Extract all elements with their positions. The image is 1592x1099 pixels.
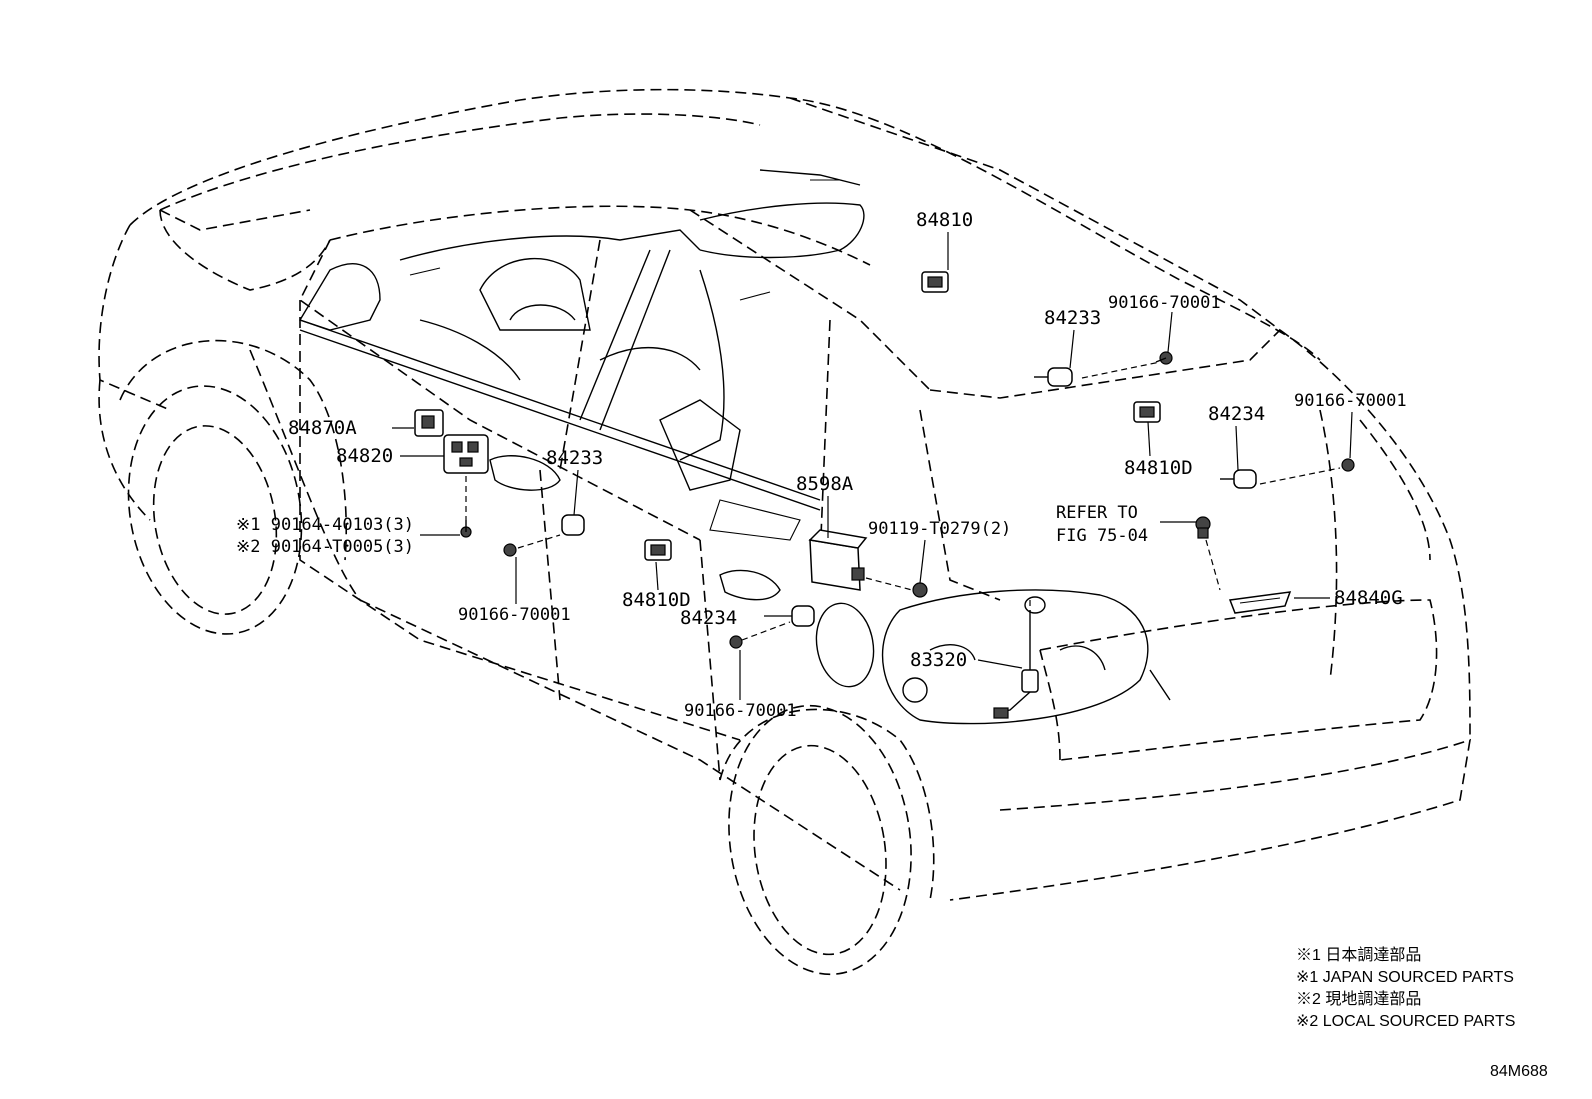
- part-84870A: [414, 409, 444, 437]
- label-refer-fig: FIG 75-04: [1056, 526, 1148, 546]
- label-90166-70001-b: 90166-70001: [1294, 391, 1407, 411]
- bolt-refer-fig: [1195, 516, 1211, 539]
- part-83320: [993, 610, 1039, 719]
- figure-code: 84M688: [1490, 1063, 1548, 1080]
- screw-90164: [460, 520, 472, 538]
- label-90164-40103: ※1 90164-40103(3): [236, 515, 414, 535]
- label-84810: 84810: [916, 209, 973, 231]
- part-84810: [921, 271, 949, 293]
- fuel-door: [815, 602, 875, 688]
- callout-labels: 84810 84233 90166-70001 84810D 84234 901…: [236, 209, 1407, 721]
- part-8598A: [808, 529, 868, 591]
- label-83320: 83320: [910, 649, 967, 671]
- part-84233-right: [1034, 367, 1073, 387]
- bolt-90166-70001-a: [1155, 351, 1173, 365]
- note-3: ※2 現地調達部品: [1296, 990, 1421, 1008]
- interior-outline: [298, 169, 865, 541]
- label-84234-left: 84234: [680, 607, 737, 629]
- label-90166-70001-c: 90166-70001: [458, 605, 571, 625]
- label-84840G: 84840G: [1334, 587, 1403, 609]
- label-84234-right: 84234: [1208, 403, 1265, 425]
- fuel-tank-area: [881, 589, 1171, 725]
- label-84810D-right: 84810D: [1124, 457, 1193, 479]
- part-84810D-right: [1133, 401, 1161, 423]
- part-84234-left: [791, 605, 815, 627]
- note-1: ※1 日本調達部品: [1296, 946, 1421, 964]
- label-84810D-left: 84810D: [622, 589, 691, 611]
- note-4: ※2 LOCAL SOURCED PARTS: [1296, 1013, 1515, 1030]
- bolt-90119-T0279: [912, 582, 928, 598]
- label-90166-70001-a: 90166-70001: [1108, 293, 1221, 313]
- part-84840G: [1228, 591, 1292, 614]
- label-90119-T0279: 90119-T0279(2): [868, 519, 1011, 539]
- leader-lines: [392, 232, 1353, 700]
- bolt-90166-70001-b: [1341, 458, 1355, 472]
- label-84233-left: 84233: [546, 447, 603, 469]
- label-refer-to: REFER TO: [1056, 503, 1138, 523]
- label-84870A: 84870A: [288, 417, 357, 439]
- label-8598A: 8598A: [796, 473, 854, 495]
- source-notes: ※1 日本調達部品 ※1 JAPAN SOURCED PARTS ※2 現地調達…: [1296, 946, 1515, 1030]
- note-2: ※1 JAPAN SOURCED PARTS: [1296, 969, 1514, 986]
- part-84820: [443, 434, 489, 474]
- part-84233-left: [561, 514, 585, 536]
- part-84810D-left: [644, 539, 672, 561]
- label-90166-70001-d: 90166-70001: [684, 701, 797, 721]
- door-handles: [489, 455, 875, 688]
- part-84234-right: [1220, 469, 1257, 489]
- bolt-90166-70001-d: [729, 635, 743, 649]
- label-90164-T0005: ※2 90164-T0005(3): [236, 537, 414, 557]
- car-body-outline: [98, 88, 1472, 976]
- bolt-90166-70001-c: [503, 543, 517, 557]
- label-84233-right: 84233: [1044, 307, 1101, 329]
- label-84820: 84820: [336, 445, 393, 467]
